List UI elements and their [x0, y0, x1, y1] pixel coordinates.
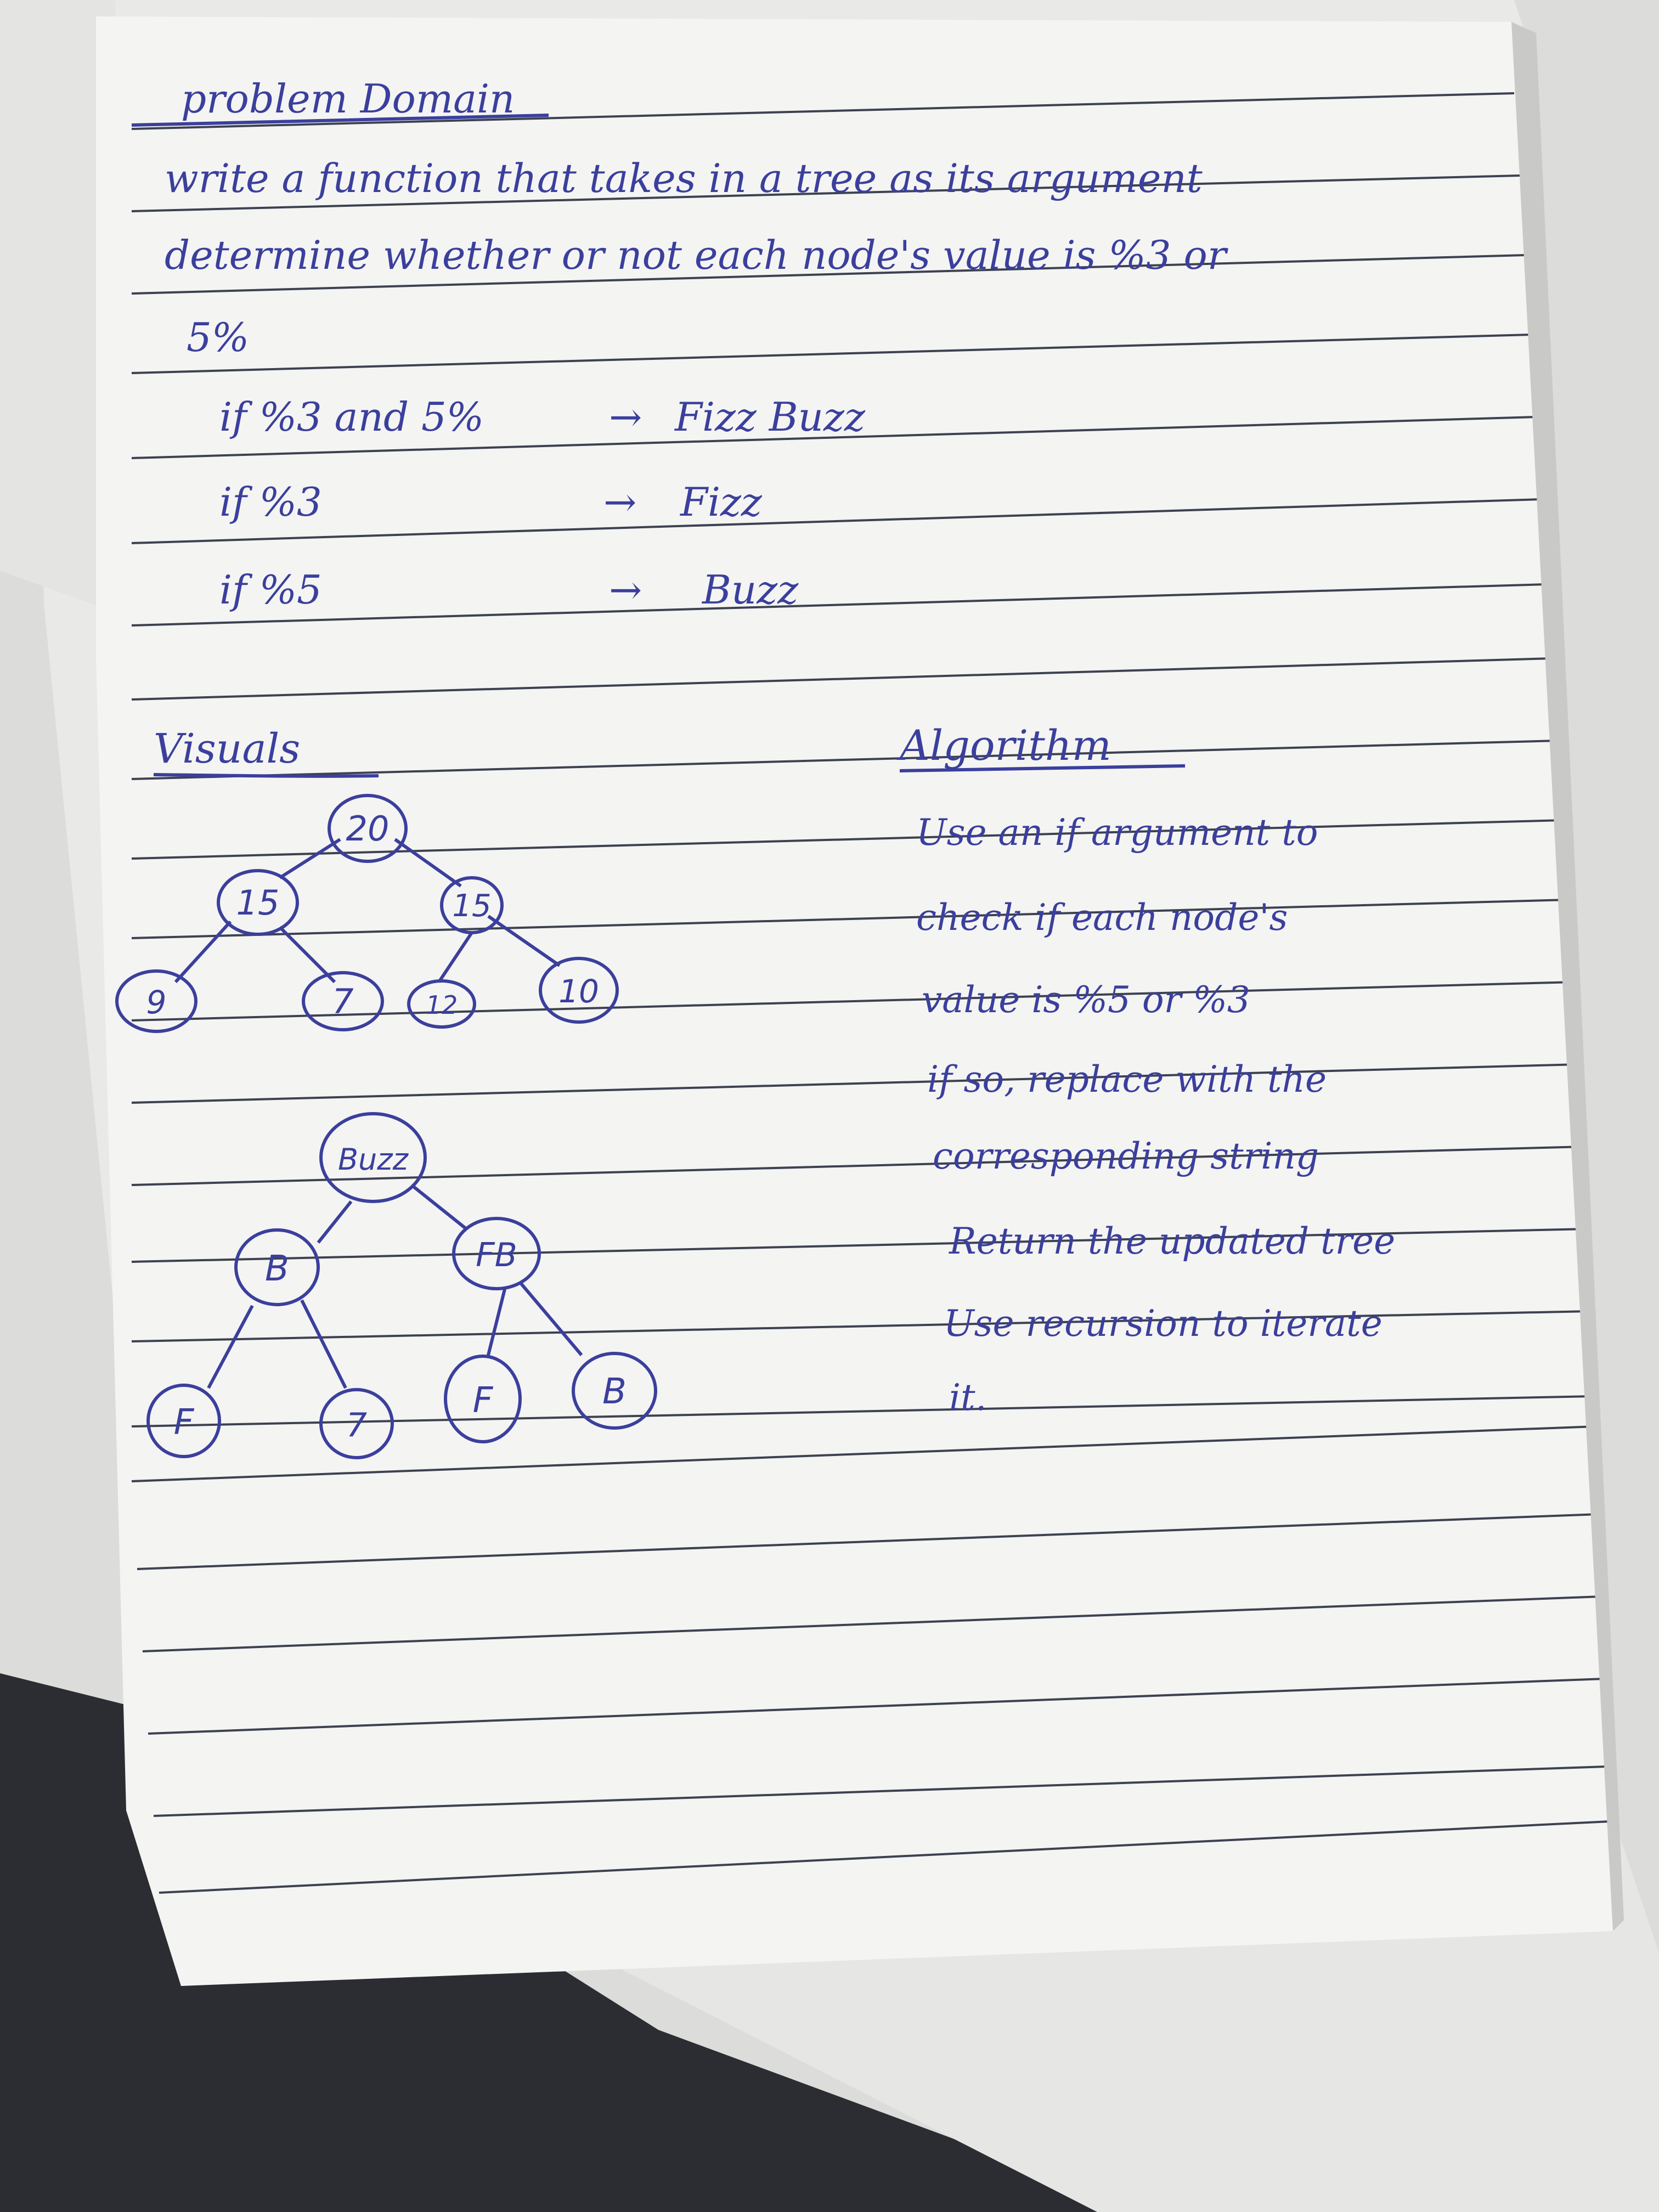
- rule-line: [131, 657, 1553, 701]
- rule-line: [131, 174, 1520, 212]
- node-root: [328, 794, 408, 863]
- node-left-left-label: 9: [146, 984, 167, 1021]
- rule-line: [131, 1228, 1589, 1263]
- node-right-left: [444, 1355, 522, 1443]
- node-right-right-label: B: [602, 1372, 627, 1412]
- node-right: [440, 876, 504, 934]
- algorithm-line-8: it.: [949, 1376, 987, 1419]
- node-left-right-label: 7: [332, 981, 353, 1022]
- rule-line: [131, 981, 1575, 1022]
- rule-line: [142, 1595, 1602, 1652]
- edge: [278, 926, 336, 984]
- node-right-left: [407, 979, 476, 1029]
- edge: [174, 920, 232, 984]
- node-root: [319, 1112, 427, 1203]
- rule-2-result: Fizz: [679, 479, 763, 525]
- edge: [207, 1305, 254, 1389]
- rule-line: [131, 1425, 1597, 1482]
- node-right-left-label: 12: [426, 990, 458, 1020]
- node-right-label: 15: [452, 888, 491, 924]
- problem-line-2: determine whether or not each node's val…: [165, 232, 1228, 278]
- node-right-left-label: F: [473, 1380, 494, 1421]
- problem-line-1: write a function that takes in a tree as…: [165, 155, 1203, 201]
- rule-line: [131, 740, 1559, 780]
- edge: [279, 838, 341, 879]
- node-left: [234, 1228, 320, 1306]
- node-right: [452, 1217, 541, 1290]
- tree-before: [115, 794, 619, 1033]
- node-right-right: [539, 957, 619, 1024]
- paper-edge-shadow: [1511, 22, 1624, 1931]
- algorithm-line-3: value is %5 or %3: [922, 979, 1250, 1021]
- problem-line-3: 5%: [187, 314, 249, 360]
- algorithm-line-1: Use an if argument to: [916, 811, 1318, 854]
- visuals-heading: Visuals: [154, 725, 300, 772]
- node-right-right-label: 10: [558, 973, 599, 1010]
- algorithm-line-2: check if each node's: [916, 896, 1288, 939]
- rule-line: [131, 1063, 1581, 1104]
- algorithm-line-7: Use recursion to iterate: [944, 1302, 1383, 1345]
- edge: [300, 1299, 347, 1389]
- rule-line: [131, 1395, 1594, 1427]
- rule-line: [153, 1765, 1608, 1817]
- heading: problem Domain: [181, 76, 515, 122]
- rule-line: [159, 1820, 1611, 1894]
- rule-line: [131, 92, 1515, 130]
- node-left: [217, 869, 299, 936]
- node-left-left-label: F: [174, 1402, 195, 1443]
- edge: [487, 915, 561, 967]
- edge: [317, 1200, 353, 1244]
- edge: [487, 1289, 506, 1356]
- rule-line: [131, 498, 1542, 544]
- edge: [520, 1283, 583, 1356]
- rule-1-arrow: →: [609, 394, 642, 440]
- rule-line: [131, 819, 1564, 860]
- back-page-left: [0, 0, 121, 614]
- heading-underline: [131, 114, 549, 127]
- rule-line: [131, 1146, 1586, 1186]
- edge: [410, 1183, 467, 1231]
- rule-line: [137, 1513, 1600, 1570]
- rule-line: [131, 334, 1531, 374]
- rule-1-condition: if %3 and 5%: [219, 394, 484, 440]
- node-left-label: 15: [236, 883, 280, 923]
- node-left-right: [319, 1388, 394, 1459]
- algorithm-heading: Algorithm: [896, 721, 1111, 770]
- node-left-right-label: 7: [346, 1406, 367, 1444]
- node-left-right: [302, 971, 384, 1031]
- edge: [437, 932, 473, 983]
- rule-line: [131, 583, 1548, 627]
- rule-3-arrow: →: [609, 567, 642, 613]
- visuals-underline: [153, 773, 379, 778]
- node-left-left: [146, 1384, 221, 1458]
- rule-2-condition: if %3: [219, 479, 322, 525]
- rule-line: [148, 1678, 1605, 1735]
- rule-line: [131, 899, 1570, 939]
- algorithm-line-5: corresponding string: [933, 1135, 1319, 1177]
- tree-after: [146, 1112, 657, 1459]
- algorithm-line-6: Return the updated tree: [949, 1220, 1395, 1262]
- rule-line: [131, 1310, 1592, 1342]
- ruled-lines: [131, 92, 1611, 1894]
- rule-3-condition: if %5: [219, 567, 322, 613]
- node-root-label: Buzz: [338, 1142, 409, 1177]
- rule-line: [131, 254, 1526, 295]
- rule-3-result: Buzz: [701, 567, 799, 613]
- algorithm-line-4: if so, replace with the: [927, 1058, 1327, 1101]
- node-right-right: [572, 1352, 657, 1430]
- rule-line: [131, 416, 1537, 459]
- node-root-label: 20: [346, 809, 390, 849]
- rule-1-result: Fizz Buzz: [674, 394, 866, 440]
- node-left-left: [115, 969, 198, 1033]
- node-right-label: FB: [476, 1236, 517, 1274]
- algorithm-underline: [899, 764, 1186, 772]
- rule-2-arrow: →: [603, 479, 636, 525]
- node-left-label: B: [265, 1249, 289, 1289]
- edge: [394, 838, 462, 888]
